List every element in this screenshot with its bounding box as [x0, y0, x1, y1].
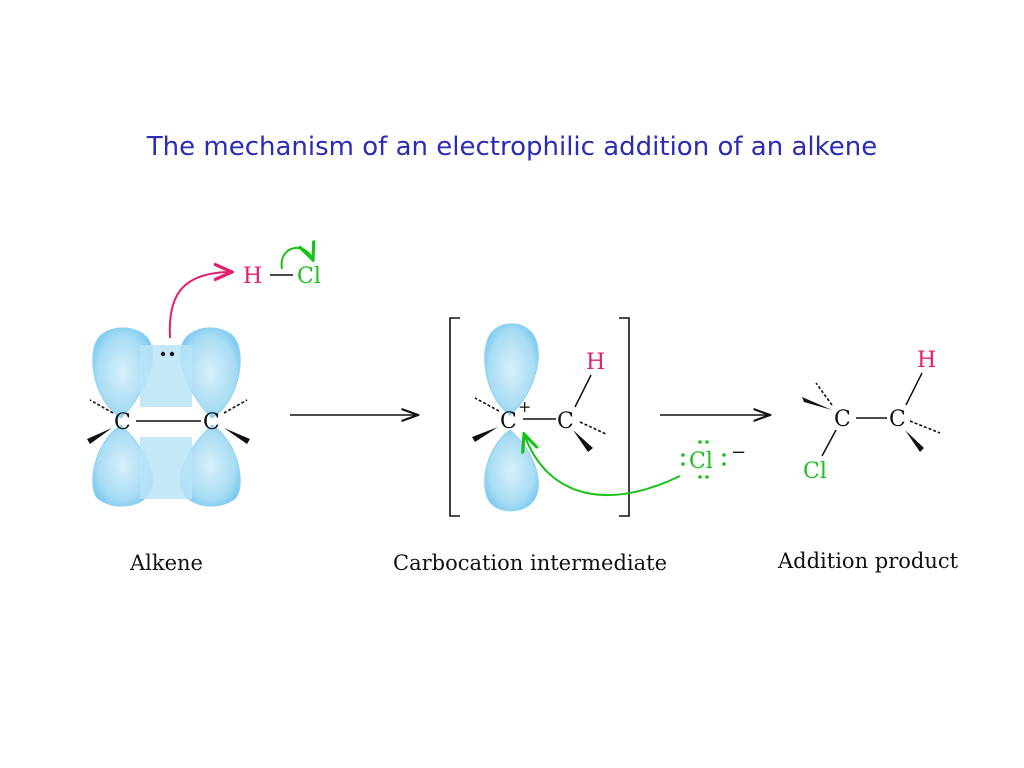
- reagent-chlorine: Cl: [297, 264, 321, 289]
- bond-wedge-right: [224, 428, 250, 444]
- nucleophile-attack-arrow: [524, 434, 681, 496]
- product-chlorine: Cl: [803, 459, 827, 484]
- chloride-symbol: Cl: [689, 449, 713, 474]
- product-dashed-bond-left: [815, 382, 833, 406]
- carbocation-wedge-bond: [472, 427, 498, 442]
- positive-charge: +: [518, 397, 531, 416]
- slide-title: The mechanism of an electrophilic additi…: [146, 132, 878, 162]
- bond-breaking-arrow: [280, 248, 313, 270]
- bond-dashed-right: [223, 399, 248, 414]
- empty-p-orbital-bottom: [484, 429, 539, 512]
- bond-dashed-left: [89, 399, 114, 414]
- product-carbon-right: C: [889, 407, 906, 432]
- carbocation-structure: C + C H Cl −: [449, 317, 746, 517]
- product-wedge-bond-right: [905, 430, 924, 452]
- bracket-left: [449, 317, 460, 517]
- product-wedge-bond-left: [802, 397, 832, 410]
- carbocation-carbon: C: [500, 409, 517, 434]
- added-hydrogen: H: [586, 350, 605, 375]
- reagent-hydrogen: H: [243, 264, 262, 289]
- chloride-ion: Cl −: [681, 440, 746, 479]
- carbocation-dashed-bond: [474, 397, 500, 412]
- pi-orbital-lobes: [92, 327, 241, 507]
- intermediate-dashed-bond: [579, 421, 607, 435]
- product-c-cl-bond: [821, 429, 837, 457]
- product-c-h-bond: [905, 372, 923, 406]
- empty-p-orbital-top: [484, 323, 539, 416]
- product-dashed-bond-right: [909, 420, 941, 434]
- bond-wedge-left: [87, 428, 112, 444]
- product-carbon-left: C: [834, 407, 851, 432]
- alkene-label: Alkene: [129, 551, 203, 575]
- product-structure: C C H Cl: [802, 348, 941, 484]
- negative-charge: −: [731, 442, 746, 463]
- product-hydrogen: H: [917, 348, 936, 373]
- alkene-structure: H Cl C C: [87, 248, 321, 507]
- intermediate-wedge-bond: [573, 430, 593, 452]
- electrophile-attack-arrow: [168, 272, 232, 339]
- alkene-carbon-right: C: [203, 410, 220, 435]
- carbocation-label: Carbocation intermediate: [393, 551, 667, 575]
- pi-overlap-top: [140, 345, 192, 407]
- bracket-right: [619, 317, 630, 517]
- alkene-carbon-left: C: [114, 410, 131, 435]
- pi-overlap-bottom: [140, 437, 192, 499]
- c-h-bond: [574, 374, 592, 408]
- intermediate-carbon: C: [557, 409, 574, 434]
- product-label: Addition product: [777, 549, 959, 573]
- pi-electron-pair: [160, 351, 175, 357]
